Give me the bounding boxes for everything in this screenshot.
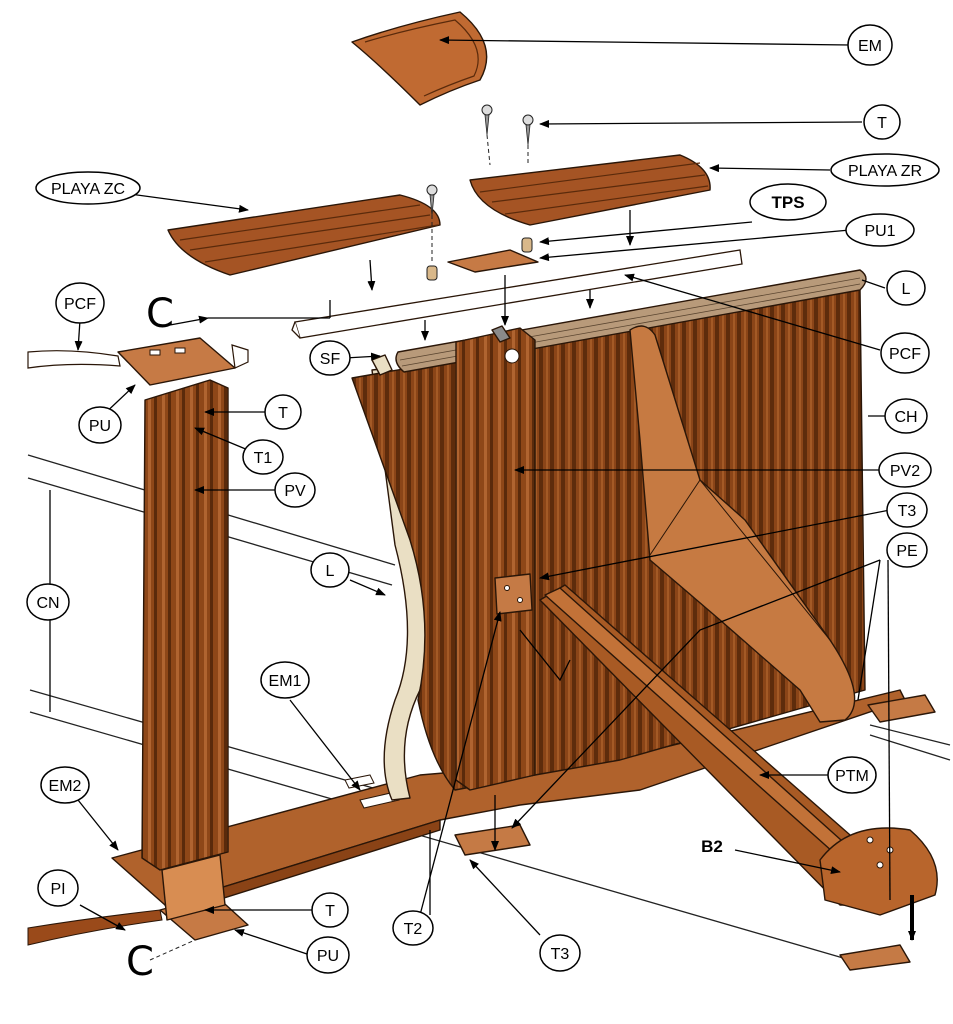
dashed-guide (149, 939, 196, 961)
spacer-tps (521, 237, 533, 253)
leader-lines (49, 36, 891, 956)
label-t-top-text: T (877, 115, 887, 132)
label-t-post-text: T (278, 405, 288, 422)
rail-pcf-top-face (291, 321, 301, 339)
label-cn: CN (26, 583, 70, 621)
label-c-bottom: C (126, 939, 154, 985)
label-pu-top: PU (78, 406, 122, 444)
label-t3-top-text: T3 (898, 503, 917, 520)
label-pcf-right-text: PCF (889, 346, 921, 363)
label-pcf-right: PCF (880, 332, 930, 374)
label-pi: PI (37, 869, 79, 907)
plate-slot (149, 349, 161, 356)
label-pv-text: PV (284, 483, 306, 500)
screw-icon (426, 184, 438, 216)
label-sf-text: SF (320, 351, 341, 368)
label-t2-text: T2 (404, 921, 423, 938)
label-t3-top: T3 (886, 492, 928, 528)
label-t-post: T (264, 394, 302, 430)
label-t3-bottom: T3 (539, 934, 581, 972)
label-em2: EM2 (40, 766, 90, 804)
label-pv: PV (274, 472, 316, 508)
label-l-top: L (886, 270, 926, 306)
label-pu-top-text: PU (89, 418, 111, 435)
dashed-guide (431, 134, 529, 262)
post-pv (141, 379, 229, 871)
label-t3-bottom-text: T3 (551, 946, 570, 963)
label-cn-text: CN (36, 595, 59, 612)
label-pcf-left: PCF (55, 282, 105, 324)
label-em1-text: EM1 (269, 673, 302, 690)
label-ch-text: CH (894, 409, 917, 426)
label-playa-zc-text: PLAYA ZC (51, 181, 125, 198)
rail-pcf-left (27, 350, 121, 369)
post-pv2 (455, 327, 536, 791)
label-l-mid: L (310, 552, 350, 588)
rail-pi (27, 909, 163, 946)
label-pu1: PU1 (845, 213, 915, 247)
screw-icon (522, 114, 534, 146)
buttress-fold (649, 479, 701, 556)
label-em2-text: EM2 (49, 778, 82, 795)
buttress-fold (699, 479, 831, 641)
label-l-mid-text: L (326, 563, 335, 580)
label-pv2: PV2 (878, 452, 932, 488)
plate-slot (174, 347, 186, 354)
label-tps: TPS (749, 183, 827, 221)
label-tps-text: TPS (771, 193, 804, 212)
plate-pu-top (117, 337, 236, 386)
label-t-bottom-text: T (325, 903, 335, 920)
label-t1: T1 (242, 439, 284, 475)
label-t2: T2 (392, 910, 434, 946)
rail-pcf-top (294, 249, 743, 339)
boot-hole (866, 836, 874, 844)
label-t1-text: T1 (254, 450, 273, 467)
label-pu-bottom-text: PU (317, 948, 339, 965)
label-pu-bottom: PU (306, 936, 350, 974)
bracket-group (454, 694, 936, 971)
post-pv2-cap (491, 325, 511, 343)
label-pv2-text: PV2 (890, 463, 920, 480)
label-t-top: T (863, 104, 901, 140)
label-em1: EM1 (260, 661, 310, 699)
label-c-top: C (146, 291, 174, 337)
label-playa-zr: PLAYA ZR (830, 153, 940, 187)
cap-em (351, 11, 488, 106)
label-playa-zr-text: PLAYA ZR (848, 163, 922, 180)
label-ptm: PTM (827, 756, 877, 794)
label-pu1-text: PU1 (864, 223, 895, 240)
coping-playa-zc-groove (179, 204, 439, 263)
label-b2-text: B2 (701, 837, 723, 856)
label-em: EM (847, 24, 893, 66)
label-sf: SF (309, 340, 351, 376)
bracket-hole (504, 585, 510, 591)
post-hole (504, 348, 520, 364)
bracket-t3 (494, 573, 533, 615)
screw-icon (481, 104, 493, 136)
rail-pcf-left-end (231, 344, 249, 369)
label-em-text: EM (858, 38, 882, 55)
label-ptm-text: PTM (835, 768, 869, 785)
label-playa-zc: PLAYA ZC (35, 171, 141, 205)
bracket-hole (517, 597, 523, 603)
label-pi-text: PI (50, 881, 65, 898)
boot-hole (876, 861, 884, 869)
label-ch: CH (884, 398, 928, 434)
label-pe-text: PE (896, 543, 917, 560)
spacer (426, 265, 438, 281)
floor-slot (359, 791, 400, 809)
buttress (629, 325, 856, 723)
label-t-bottom: T (311, 892, 349, 928)
bottom-bracket (161, 854, 226, 921)
plate-pu1 (447, 249, 539, 273)
label-l-top-text: L (902, 281, 911, 298)
coping-playa-zc (167, 194, 441, 276)
boot-b2 (819, 827, 938, 916)
coping-playa-zr-groove (479, 162, 709, 215)
label-pcf-left-text: PCF (64, 296, 96, 313)
cap-em-rim (364, 19, 479, 97)
label-pe: PE (886, 532, 928, 568)
